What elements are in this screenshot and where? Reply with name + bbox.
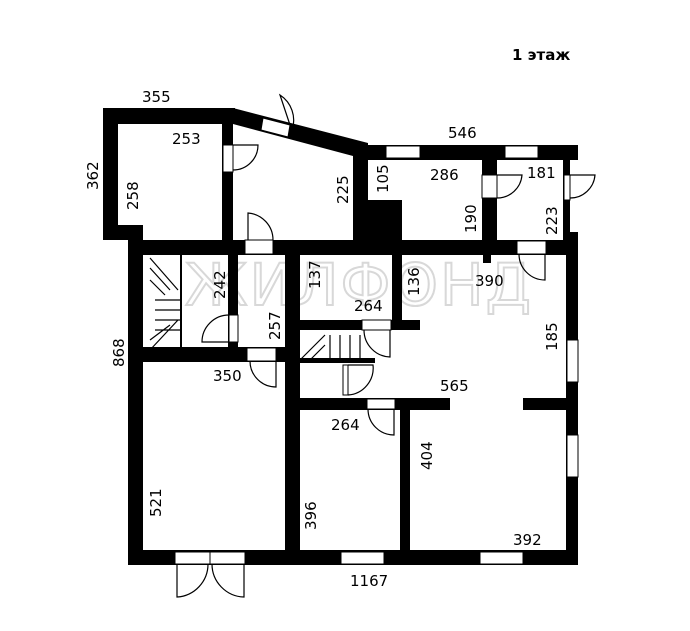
dim-label: 136 bbox=[405, 267, 423, 296]
dim-label: 185 bbox=[543, 322, 561, 351]
dim-label: 565 bbox=[440, 377, 469, 395]
dim-label: 390 bbox=[475, 272, 504, 290]
dim-label: 258 bbox=[124, 181, 142, 210]
dimension-labels: 1 этаж 355 546 362 253 258 225 105 286 1… bbox=[84, 46, 570, 590]
dim-label: 355 bbox=[142, 88, 171, 106]
dim-label: 264 bbox=[331, 416, 360, 434]
dim-label: 392 bbox=[513, 531, 542, 549]
doors bbox=[174, 93, 596, 598]
dim-label: 264 bbox=[354, 297, 383, 315]
dim-label: 253 bbox=[172, 130, 201, 148]
dim-label: 868 bbox=[110, 338, 128, 367]
dim-label: 350 bbox=[213, 367, 242, 385]
dim-label: 1167 bbox=[350, 572, 388, 590]
dim-label: 396 bbox=[302, 501, 320, 530]
dim-label: 223 bbox=[543, 206, 561, 235]
watermark-logo: ЖИЛФОНД bbox=[185, 251, 533, 319]
dim-label: 181 bbox=[527, 164, 556, 182]
dim-label: 546 bbox=[448, 124, 477, 142]
dim-label: 286 bbox=[430, 166, 459, 184]
dim-label: 105 bbox=[374, 164, 392, 193]
dim-label: 404 bbox=[418, 441, 436, 470]
walls bbox=[103, 108, 578, 565]
dim-label: 242 bbox=[211, 270, 229, 299]
dim-label: 257 bbox=[266, 311, 284, 340]
dim-label: 225 bbox=[334, 175, 352, 204]
dim-label: 190 bbox=[462, 204, 480, 233]
dim-label: 137 bbox=[306, 260, 324, 289]
stairs bbox=[149, 257, 361, 361]
floor-title: 1 этаж bbox=[512, 46, 570, 64]
dim-label: 521 bbox=[147, 488, 165, 517]
windows bbox=[340, 145, 579, 565]
dim-label: 362 bbox=[84, 161, 102, 190]
